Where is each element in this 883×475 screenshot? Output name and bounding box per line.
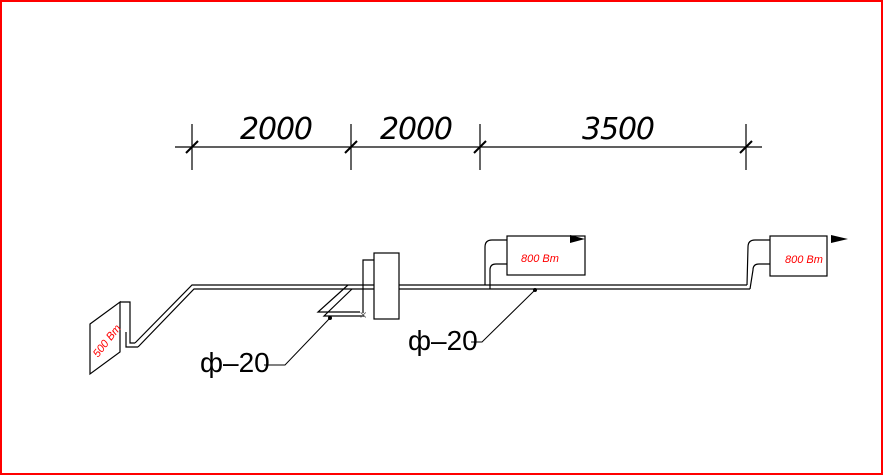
pipe-leader-1: ф–20 (200, 316, 332, 378)
dimension-tick (185, 140, 199, 154)
flow-arrow-icon (831, 235, 848, 243)
radiator-800-1: 800 Вт (484, 235, 586, 289)
radiator-800-2: 800 Вт (746, 235, 848, 290)
radiator-power-label: 800 Вт (521, 253, 559, 265)
radiator-500: 500 Вт (89, 300, 124, 376)
riser-unit: × (316, 252, 400, 321)
main-pipe (120, 284, 750, 348)
dimension-tick (739, 140, 753, 154)
dimension-label: 2000 (380, 112, 452, 147)
dimension-tick (473, 140, 487, 154)
flow-arrow-icon (570, 235, 585, 243)
valve-icon: × (359, 310, 367, 321)
dimension-chain: 2000 2000 3500 (175, 112, 762, 170)
radiator-power-label: 800 Вт (785, 254, 823, 266)
pipe-diameter-label: ф–20 (408, 325, 478, 356)
dimension-label: 3500 (582, 112, 654, 147)
dimension-label: 2000 (240, 112, 312, 147)
radiator-power-label: 500 Вт (91, 323, 124, 360)
pipe-leader-2: ф–20 (408, 288, 537, 356)
pipe-diameter-label: ф–20 (200, 347, 270, 378)
dimension-tick (344, 140, 358, 154)
